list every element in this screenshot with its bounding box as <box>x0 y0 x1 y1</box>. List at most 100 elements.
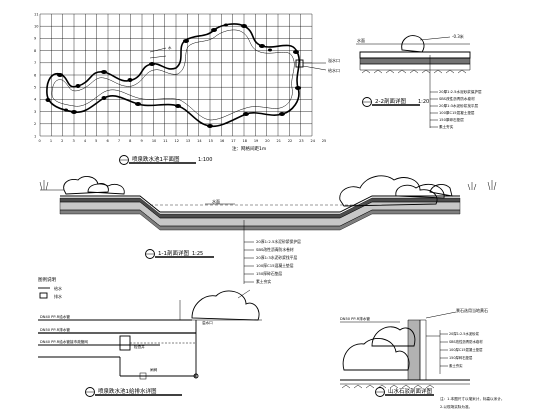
plan-col-label: 5 <box>95 139 97 143</box>
drain-pipe-c: DN40 PP-R给水管接市政管网 <box>40 339 88 344</box>
svg-text:水: 水 <box>168 45 172 50</box>
plan-col-label: 1 <box>50 139 52 143</box>
plan-rocks <box>45 23 301 128</box>
plan-col-label: 0 <box>39 139 41 143</box>
s22-layer-label: 100厚C15混凝土垫层 <box>439 110 475 115</box>
plan-row-label: 2 <box>34 122 36 126</box>
plan-grid <box>39 13 313 137</box>
plan-col-label: 25 <box>322 139 326 143</box>
s11-title: 1-1剖面详图 <box>158 249 189 257</box>
plan-row-label: 4 <box>34 98 37 102</box>
drain-well <box>119 335 131 351</box>
drain-plan: DN40 PP-R给水管 DN50 PP-R排水管 DN40 PP-R给水管接市… <box>38 289 262 397</box>
s11-layer-label: 20厚1:3水泥砂浆找平层 <box>256 255 298 260</box>
plan-row-label: 9 <box>34 37 36 41</box>
plan-title: 喷泉跌水池1平面图 <box>132 155 180 163</box>
rockery-layer-label: SBS改性沥青防水卷材 <box>449 339 483 344</box>
section-profile-top <box>60 195 460 213</box>
rockery-layer-labels: 20厚1:2.5水泥砂浆 SBS改性沥青防水卷材 100厚C15混凝土垫层 150厚碎… <box>449 331 483 368</box>
plan-callout-b: 给水口 <box>328 67 340 73</box>
rockery-pipe-note: DN50 PP-R排水管 <box>340 316 370 321</box>
s22-layer-label: 素土夯实 <box>439 124 454 129</box>
drain-title: 喷泉跌水池1给排水详图 <box>98 387 157 395</box>
plan-row-label: 8 <box>34 49 36 53</box>
section-profile-base <box>59 209 461 231</box>
legend-title: 图例说明 <box>38 276 56 283</box>
s22-left-label: 水面 <box>357 37 365 43</box>
plan-col-label: 18 <box>243 139 247 143</box>
plan-col-label: 19 <box>254 139 258 143</box>
s22-layer-label: 20厚1:3水泥砂浆找平层 <box>439 103 479 108</box>
plan-col-label: 20 <box>265 139 269 143</box>
rockery-section: 景石选用当地黄石 DN50 PP-R排水管 20厚1:2.5水泥砂浆 SBS改性沥… <box>340 307 505 409</box>
s11-layer-label: 20厚1:2.5水泥砂浆保护层 <box>256 239 301 244</box>
s22-scale: 1:20 <box>418 99 429 105</box>
rockery-title: 山水石驳剖面详图 <box>388 387 433 395</box>
plan-col-label: 8 <box>129 139 131 143</box>
plan-row-label: 6 <box>34 73 36 77</box>
plan-callout-a: 溢水口 <box>328 57 340 63</box>
s11-layer-label: 素土夯实 <box>256 279 271 284</box>
s11-scale: 1:25 <box>192 251 203 257</box>
rockery-layer-label: 100厚C15混凝土垫层 <box>449 347 483 352</box>
plan-col-label: 17 <box>231 139 235 143</box>
s11-water-label: 水面 <box>212 198 220 204</box>
plan-col-label: 2 <box>61 139 63 143</box>
pond-inner-edge <box>51 29 295 121</box>
legend: 图例说明 给水 排水 <box>38 276 62 299</box>
drain-label-well: 检查井 <box>134 344 145 349</box>
section-right-rocks <box>339 175 453 207</box>
drain-pipe-a: DN40 PP-R给水管 <box>40 314 70 319</box>
rockery-footnote-2: 2.以现场实际为准。 <box>440 404 472 409</box>
plan-col-label: 4 <box>84 139 87 143</box>
legend-item-1: 排水 <box>54 293 62 299</box>
rockery-layer-label: 素土夯实 <box>449 363 463 368</box>
s22-title: 2-2剖面详图 <box>375 97 406 105</box>
s22-layer-label: SBS改性沥青防水卷材 <box>439 96 475 101</box>
drain-label-overflow: 溢水口 <box>202 320 213 325</box>
plan-grid-note: 注：网格间距1m <box>232 145 266 152</box>
drain-label-valve: 闸阀 <box>150 367 158 372</box>
s22-layer-label: 20厚1:2.5水泥砂浆保护层 <box>439 89 482 94</box>
s11-layer-label: 100厚C15混凝土垫层 <box>256 263 294 268</box>
plan-col-label: 21 <box>277 139 281 143</box>
grass-tufts <box>39 180 497 191</box>
legend-item-0: 给水 <box>54 285 62 291</box>
section-11: 水面 20厚1:2.5水泥砂浆保护层 SBS改性沥青防水卷材 20厚1:3水泥砂浆找… <box>39 175 497 284</box>
rockery-layer-label: 20厚1:2.5水泥砂浆 <box>449 331 480 336</box>
s22-right-label: -0.3米 <box>452 33 464 39</box>
plan-outlet-marker <box>295 59 304 68</box>
plan-col-label: 9 <box>141 139 143 143</box>
plan-scale: 1:100 <box>198 157 212 163</box>
section-22: 水面 -0.3米 20厚1:2.5水泥砂浆保护层SBS改性沥青防水卷材20厚1:… <box>356 33 482 129</box>
plan-col-label: 23 <box>299 139 303 143</box>
plan-col-label: 6 <box>107 139 109 143</box>
plan-col-label: 7 <box>118 139 120 143</box>
drain-pipe-b: DN50 PP-R排水管 <box>40 327 70 332</box>
rockery-footnote-1: 注：1.本图尺寸以毫米计，标高以米计。 <box>440 396 505 401</box>
plan-row-label: 10 <box>34 25 38 29</box>
plan-col-label: 12 <box>175 139 179 143</box>
section-left-rocks <box>63 176 125 195</box>
s11-layer-label: SBS改性沥青防水卷材 <box>256 247 294 252</box>
plan-col-label: 13 <box>186 139 190 143</box>
plan-row-label: 11 <box>34 12 38 16</box>
plan-col-label: 16 <box>220 139 224 143</box>
s22-layer-labels: 20厚1:2.5水泥砂浆保护层 SBS改性沥青防水卷材 20厚1:3水泥砂浆找平层 1… <box>439 89 482 129</box>
plan-col-label: 22 <box>288 139 292 143</box>
plan-row-label: 5 <box>34 86 36 90</box>
plan-col-label: 24 <box>311 139 316 143</box>
s11-layer-label: 150厚碎石垫层 <box>256 271 282 276</box>
rockery-layer-label: 150厚碎石垫层 <box>449 355 473 360</box>
plan-row-label: 1 <box>34 134 36 138</box>
plan-col-label: 11 <box>163 139 167 143</box>
s22-layer-label: 150厚碎石垫层 <box>439 117 464 122</box>
rockery-top-note: 景石选用当地黄石 <box>456 307 488 313</box>
plan-row-label: 7 <box>34 61 36 65</box>
s11-layer-labels: 20厚1:2.5水泥砂浆保护层 SBS改性沥青防水卷材 20厚1:3水泥砂浆找平层 1… <box>256 239 301 284</box>
plan-col-label: 15 <box>209 139 213 143</box>
